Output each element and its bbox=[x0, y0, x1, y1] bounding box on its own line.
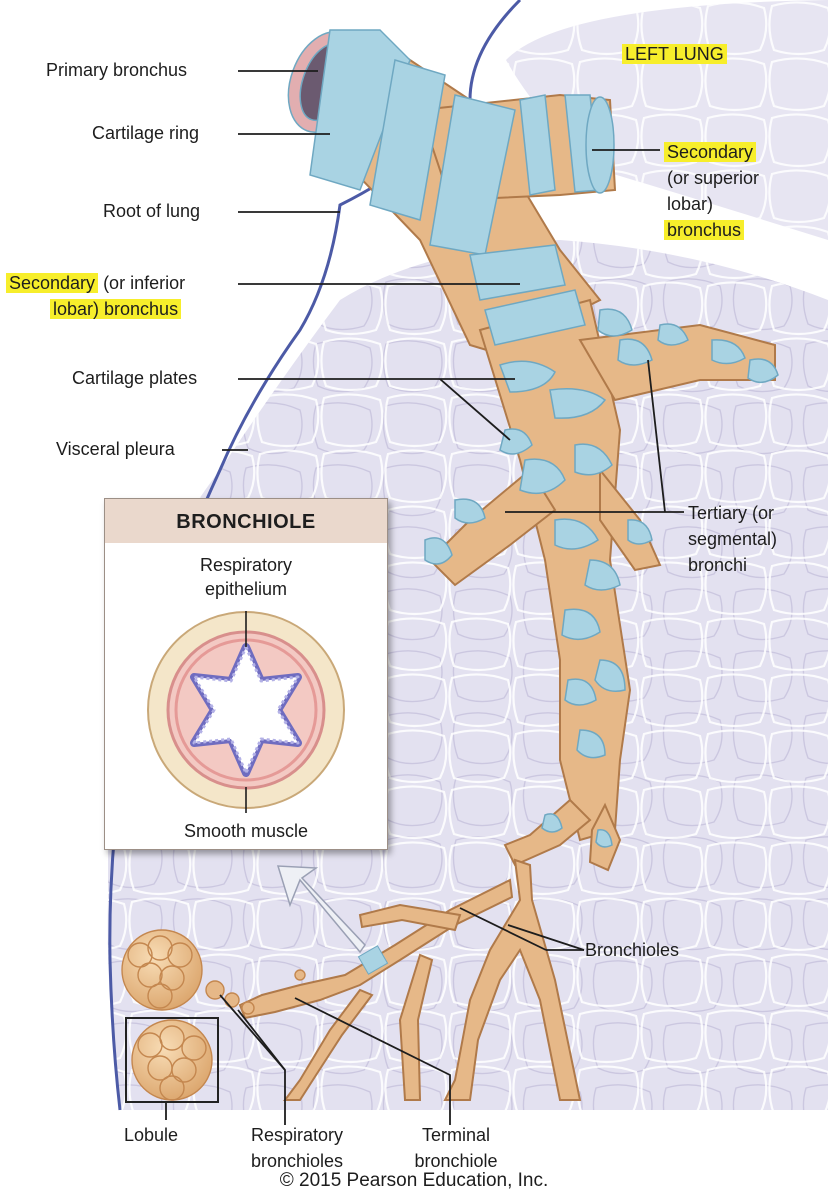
label-secondary-superior-1: Secondary bbox=[664, 142, 757, 163]
label-respiratory-epithelium-1: Respiratory bbox=[199, 555, 293, 575]
label-terminal-bronchiole-1: Terminal bbox=[421, 1125, 491, 1145]
lobule-clusters bbox=[121, 929, 306, 1101]
label-visceral-pleura: Visceral pleura bbox=[56, 439, 175, 459]
label-secondary-inferior: Secondary (or inferior bbox=[6, 273, 185, 294]
bronchiole-section-marker bbox=[357, 945, 389, 975]
label-secondary-superior-2: (or superior bbox=[667, 168, 760, 188]
bronchiole-inset: BRONCHIOLE Respiratory epithelium Smooth… bbox=[104, 498, 388, 850]
label-respiratory-bronchioles-1: Respiratory bbox=[250, 1125, 344, 1145]
label-root-of-lung: Root of lung bbox=[103, 201, 201, 221]
label-terminal-bronchiole-2: bronchiole bbox=[414, 1151, 498, 1171]
label-tertiary-3: bronchi bbox=[688, 555, 748, 575]
secondary-superior-highlight: Secondary bbox=[664, 142, 757, 162]
highlighted-term-2: lobar) bronchus bbox=[50, 299, 182, 319]
highlighted-term: Secondary bbox=[6, 273, 99, 293]
label-tertiary-2: segmental) bbox=[688, 529, 778, 549]
lobule-box bbox=[125, 1017, 219, 1103]
label-secondary-inferior-rest: (or inferior bbox=[98, 273, 186, 293]
bronchiole-cross-section bbox=[147, 611, 345, 813]
label-secondary-superior-4: bronchus bbox=[664, 220, 745, 241]
inset-title: BRONCHIOLE bbox=[105, 499, 387, 543]
cartilage-rings bbox=[287, 29, 615, 346]
label-cartilage-plates: Cartilage plates bbox=[72, 368, 198, 388]
label-primary-bronchus: Primary bronchus bbox=[46, 60, 188, 80]
leader-lines bbox=[165, 70, 684, 1125]
label-respiratory-bronchioles-2: bronchioles bbox=[250, 1151, 344, 1171]
upper-lung-lobe bbox=[468, 0, 828, 240]
label-cartilage-ring: Cartilage ring bbox=[92, 123, 200, 143]
label-respiratory-epithelium-2: epithelium bbox=[204, 579, 288, 599]
cartilage-plates-shapes bbox=[424, 308, 779, 848]
inset-pointer-arrow bbox=[276, 865, 366, 954]
left-lung-highlight: LEFT LUNG bbox=[622, 44, 727, 64]
label-secondary-superior-3: lobar) bbox=[667, 194, 714, 214]
bronchus-highlight: bronchus bbox=[664, 220, 745, 240]
label-bronchioles: Bronchioles bbox=[585, 940, 680, 960]
label-lobule: Lobule bbox=[124, 1125, 179, 1145]
label-secondary-inferior-line2: lobar) bronchus bbox=[50, 299, 182, 320]
label-smooth-muscle: Smooth muscle bbox=[183, 821, 309, 841]
copyright-notice: © 2015 Pearson Education, Inc. bbox=[279, 1170, 549, 1191]
label-tertiary-1: Tertiary (or bbox=[688, 503, 775, 523]
label-left-lung: LEFT LUNG bbox=[622, 44, 727, 65]
